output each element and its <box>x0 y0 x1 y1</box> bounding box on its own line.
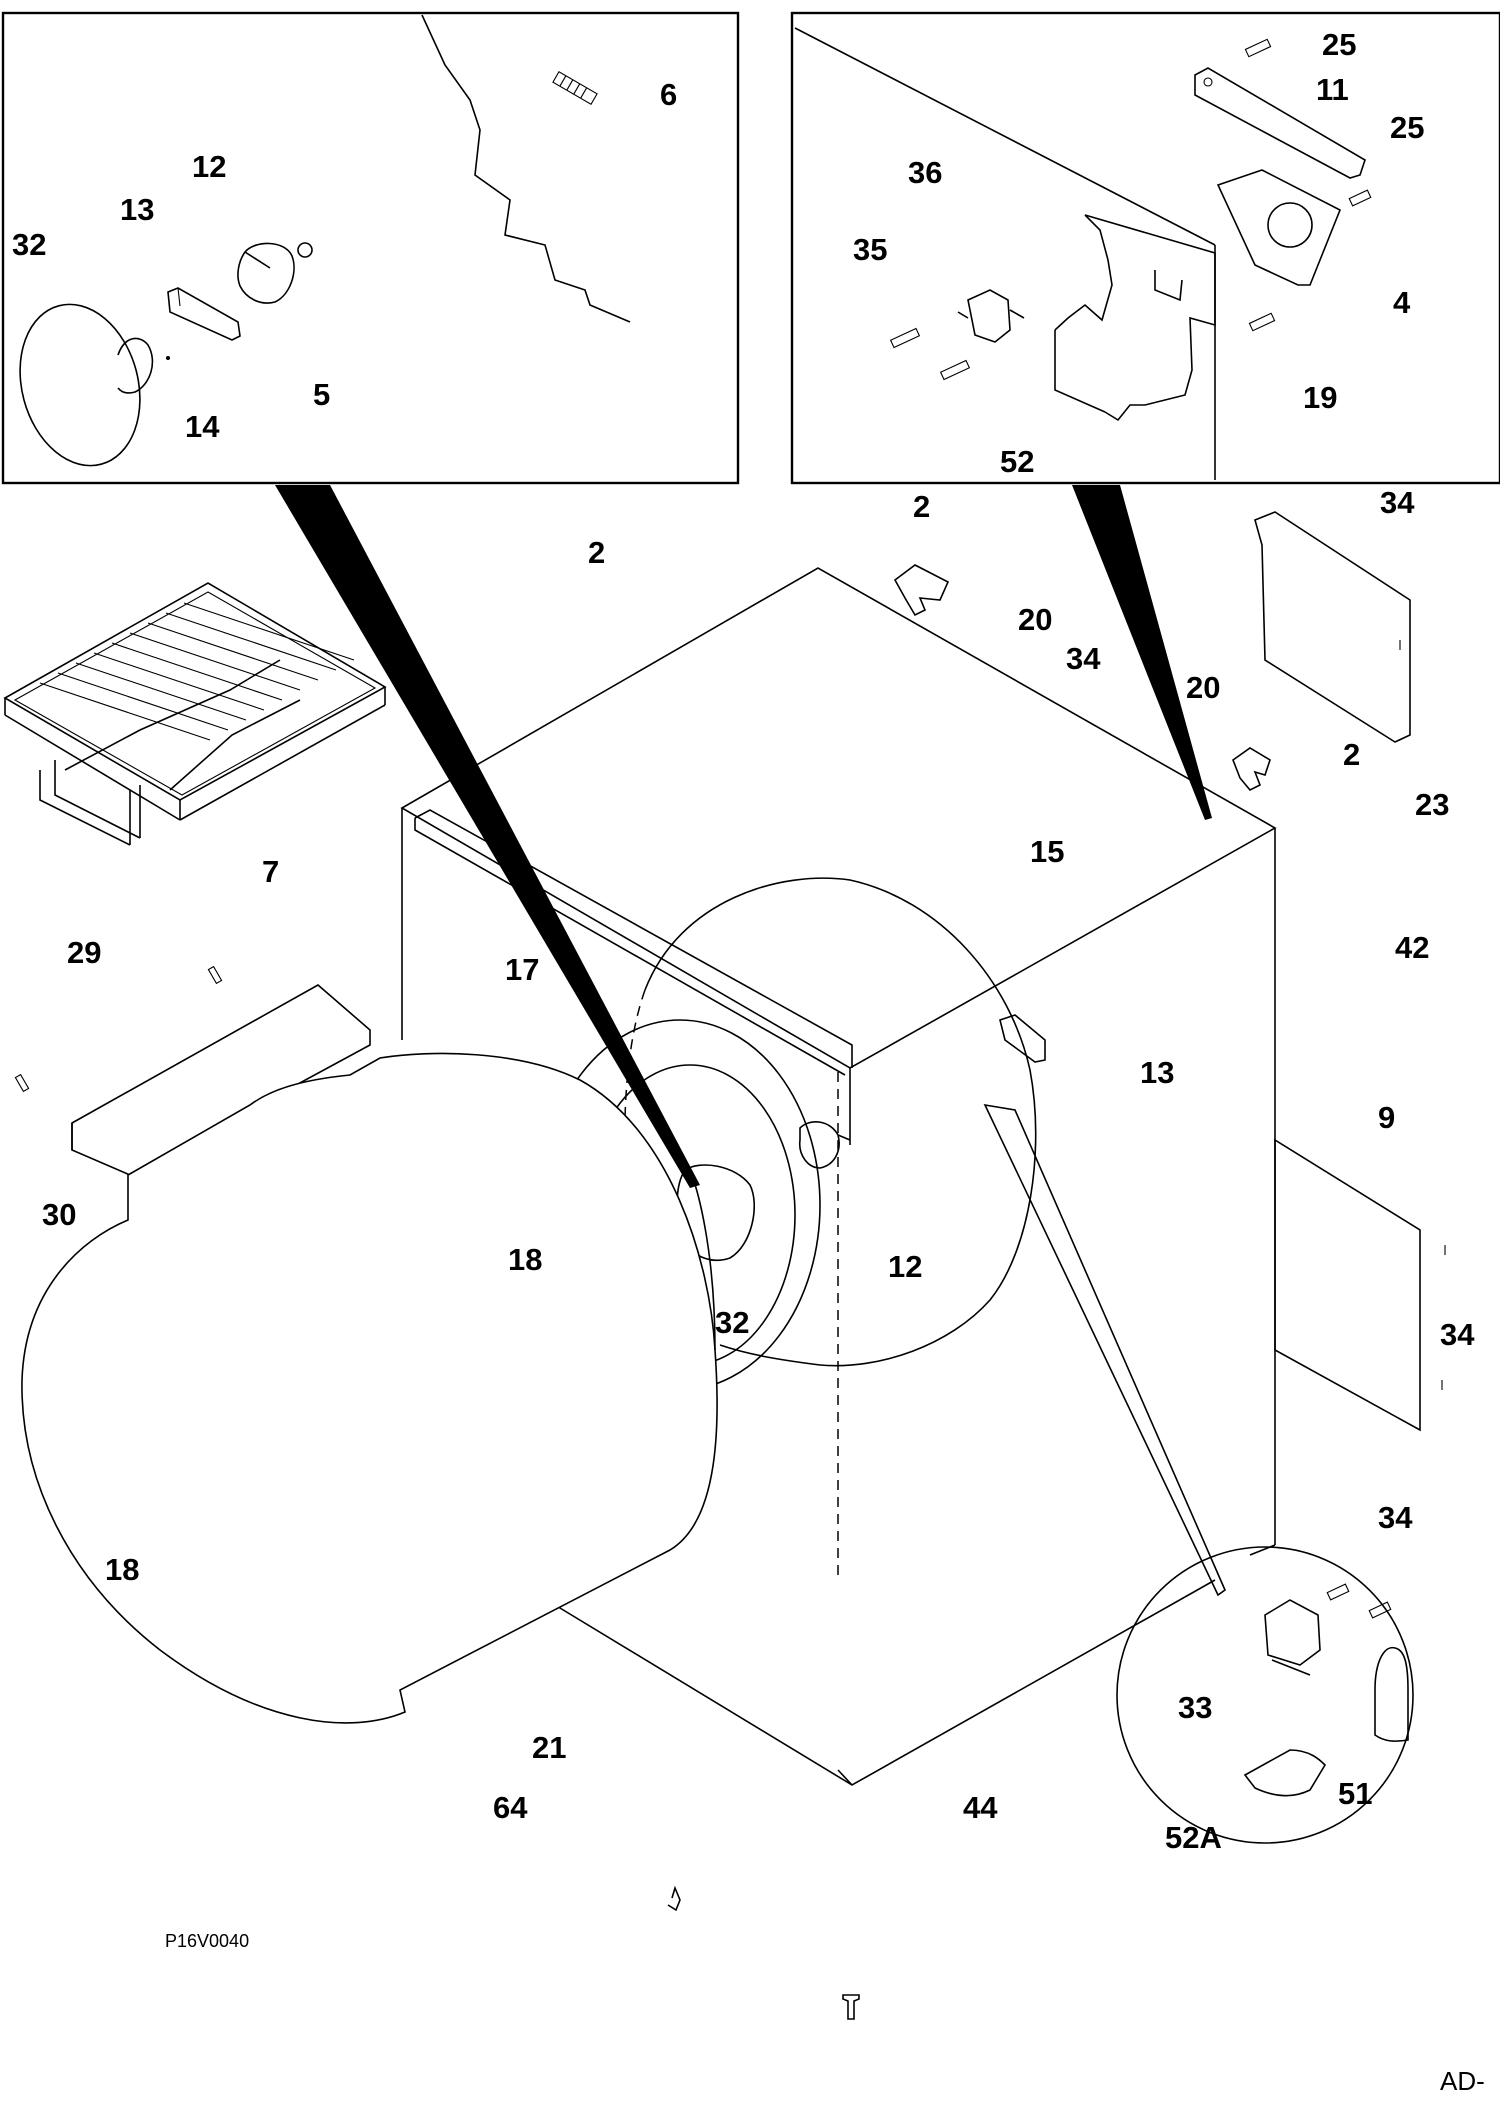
detail-box-left <box>1 11 740 485</box>
callout-11: 11 <box>1316 72 1349 107</box>
callout-44: 44 <box>963 1790 998 1825</box>
callout-2: 2 <box>913 489 930 524</box>
callout-36: 36 <box>908 155 942 190</box>
callout-30: 30 <box>42 1197 76 1232</box>
screw-icon <box>1244 38 1272 58</box>
callout-4: 4 <box>1393 285 1411 320</box>
callout-21: 21 <box>532 1730 566 1765</box>
callout-20: 20 <box>1018 602 1052 637</box>
top-clip-icon <box>893 564 950 617</box>
callout-52: 52 <box>1000 444 1034 479</box>
switch-bracket-icon <box>167 287 241 341</box>
callout-29: 29 <box>67 935 101 970</box>
callout-12: 12 <box>192 149 226 184</box>
callout-14: 14 <box>185 409 220 444</box>
drying-rack-icon <box>3 582 387 846</box>
figure-id: P16V0040 <box>165 1931 249 1951</box>
callout-15: 15 <box>1030 834 1064 869</box>
callout-51: 51 <box>1338 1776 1372 1811</box>
callout-5: 5 <box>313 377 330 412</box>
callout-18-upper: 18 <box>508 1242 542 1277</box>
callout-18: 18 <box>105 1552 139 1587</box>
screw-icon <box>552 71 598 105</box>
callout-2-right: 2 <box>1343 737 1360 772</box>
callout-64: 64 <box>493 1790 528 1825</box>
screw-icon <box>1348 189 1372 207</box>
callout-33: 33 <box>1178 1690 1212 1725</box>
screw-icon <box>14 1073 30 1093</box>
detail-leader-bottom <box>983 1103 1226 1597</box>
callout-34: 34 <box>1066 641 1101 676</box>
page-code: AD- <box>1440 2066 1485 2096</box>
top-clip-icon <box>1232 747 1271 791</box>
detail-circle-bottom <box>1116 1546 1414 1844</box>
screw-icon <box>889 327 921 349</box>
clip-icon <box>667 1885 681 1912</box>
callout-9: 9 <box>1378 1100 1395 1135</box>
screw-icon <box>939 359 971 381</box>
callout-34-right: 34 <box>1440 1317 1475 1352</box>
callout-32: 32 <box>715 1305 749 1340</box>
callout-34-top-right: 34 <box>1380 485 1415 520</box>
callout-32: 32 <box>12 227 46 262</box>
callout-35: 35 <box>853 232 887 267</box>
door-switch-icon <box>957 289 1025 343</box>
detail-leader-right <box>1072 485 1212 820</box>
detail-box-right <box>790 11 1500 485</box>
callout-7: 7 <box>262 854 279 889</box>
screw-icon <box>1248 312 1276 332</box>
switch-icon <box>237 242 313 304</box>
callout-34-lower: 34 <box>1378 1500 1413 1535</box>
screw-icon <box>842 1994 860 2020</box>
drum-icon <box>21 1052 718 1724</box>
callout-2-top: 2 <box>588 535 605 570</box>
callout-25: 25 <box>1390 110 1424 145</box>
callout-23: 23 <box>1415 787 1449 822</box>
control-knob-icon <box>19 303 170 467</box>
callout-25-top: 25 <box>1322 27 1356 62</box>
toe-kick-panel-icon <box>71 984 371 1176</box>
mounting-plate-icon <box>1216 169 1342 286</box>
callout-6: 6 <box>660 77 677 112</box>
detail-leader-left <box>275 485 700 1188</box>
callout-20-right: 20 <box>1186 670 1220 705</box>
callout-19: 19 <box>1303 380 1337 415</box>
callout-13: 13 <box>1140 1055 1174 1090</box>
callout-52A: 52A <box>1165 1820 1222 1855</box>
screw-icon <box>207 965 223 985</box>
callout-17: 17 <box>505 952 539 987</box>
hinge-bracket-icon <box>1194 67 1366 179</box>
callout-42: 42 <box>1395 930 1429 965</box>
callout-13: 13 <box>120 192 154 227</box>
callout-12: 12 <box>888 1249 922 1284</box>
